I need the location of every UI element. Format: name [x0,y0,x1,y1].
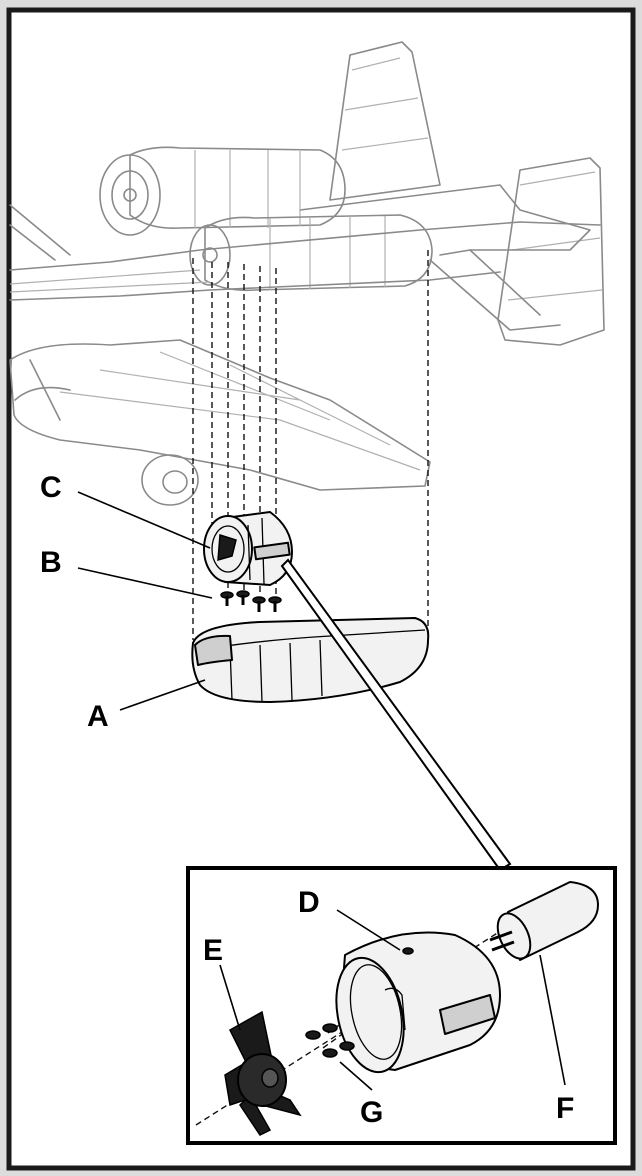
inset-pointer [280,558,512,872]
label-a: A [87,700,109,733]
callout-labels: C B A D E F G [40,471,574,1129]
left-tail-fin [329,41,441,201]
fuselage [9,221,601,301]
label-e: E [203,934,223,967]
main-wing [9,339,431,491]
leader-b [77,567,213,599]
leader-c [77,491,211,549]
fan-unit-c [203,511,293,586]
motor-f [489,881,599,961]
airframe [9,41,605,506]
leader-g [339,1061,373,1091]
rear-engine-nacelle [129,146,346,230]
label-d: D [298,886,320,919]
leader-d [336,909,401,951]
label-c: C [40,471,62,504]
detail-inset [186,866,617,1145]
label-g: G [360,1096,383,1129]
right-tail-fin [497,157,605,346]
leader-e [219,964,241,1031]
propeller-e [224,1010,302,1136]
leader-f [539,954,566,1086]
label-b: B [40,546,62,579]
screws-b [220,590,282,612]
leader-a [119,679,206,711]
leader-lines [77,491,566,1091]
screws-g [305,1023,355,1058]
label-f: F [556,1092,574,1125]
